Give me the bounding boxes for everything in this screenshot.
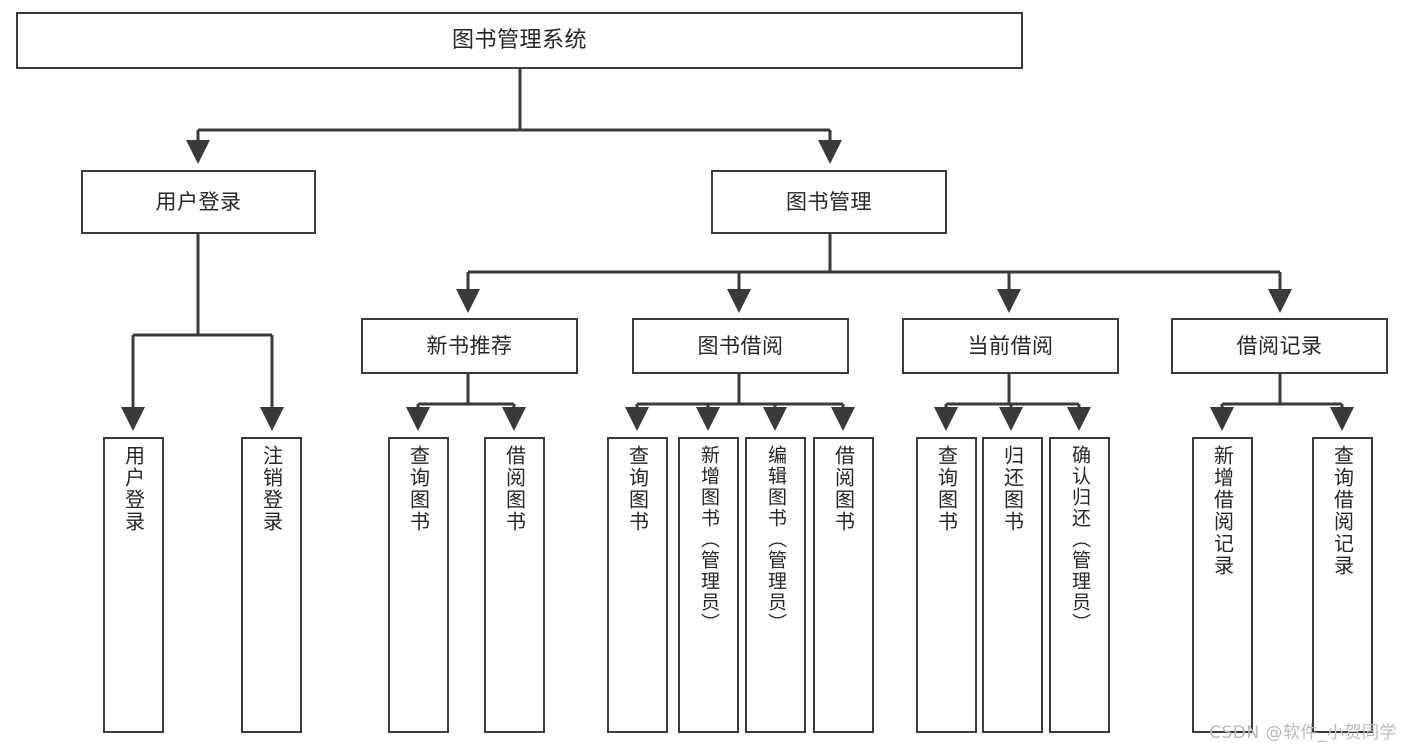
leaf-label: 查询图书 xyxy=(406,445,431,533)
leaf-label: 归还图书 xyxy=(1000,445,1025,533)
node-user-login[interactable]: 用户登录 xyxy=(81,170,316,234)
node-new-book-recommend[interactable]: 新书推荐 xyxy=(361,318,578,374)
node-root-label: 图书管理系统 xyxy=(451,27,587,53)
leaf-book-borrow-edit[interactable]: 编辑图书（管理员） xyxy=(745,437,806,733)
leaf-label: 确认归还（管理员） xyxy=(1069,445,1091,634)
leaf-user-login-login[interactable]: 用户登录 xyxy=(103,437,164,733)
leaf-book-borrow-add[interactable]: 新增图书（管理员） xyxy=(678,437,739,733)
node-root[interactable]: 图书管理系统 xyxy=(16,12,1023,69)
leaf-new-book-query[interactable]: 查询图书 xyxy=(388,437,449,733)
leaf-borrow-record-add[interactable]: 新增借阅记录 xyxy=(1192,437,1253,733)
leaf-new-book-borrow[interactable]: 借阅图书 xyxy=(484,437,545,733)
node-book-borrow-label: 图书借阅 xyxy=(697,333,784,358)
leaf-book-borrow-borrow[interactable]: 借阅图书 xyxy=(813,437,874,733)
leaf-user-login-logout[interactable]: 注销登录 xyxy=(241,437,302,733)
node-borrow-record-label: 借阅记录 xyxy=(1236,333,1323,358)
leaf-book-borrow-query[interactable]: 查询图书 xyxy=(607,437,668,733)
node-book-management-label: 图书管理 xyxy=(786,189,872,214)
leaf-label: 借阅图书 xyxy=(831,445,856,533)
leaf-borrow-record-query[interactable]: 查询借阅记录 xyxy=(1312,437,1373,733)
leaf-label: 查询借阅记录 xyxy=(1330,445,1355,577)
node-book-borrow[interactable]: 图书借阅 xyxy=(632,318,849,374)
node-borrow-record[interactable]: 借阅记录 xyxy=(1171,318,1388,374)
leaf-label: 新增图书（管理员） xyxy=(698,445,720,634)
leaf-label: 查询图书 xyxy=(934,445,959,533)
leaf-current-borrow-confirm-return[interactable]: 确认归还（管理员） xyxy=(1049,437,1110,733)
node-new-book-recommend-label: 新书推荐 xyxy=(426,333,513,358)
node-current-borrow[interactable]: 当前借阅 xyxy=(902,318,1119,374)
leaf-label: 新增借阅记录 xyxy=(1210,445,1235,577)
node-book-management[interactable]: 图书管理 xyxy=(711,170,947,234)
leaf-label: 查询图书 xyxy=(625,445,650,533)
node-current-borrow-label: 当前借阅 xyxy=(967,333,1054,358)
leaf-label: 编辑图书（管理员） xyxy=(765,445,787,634)
leaf-label: 用户登录 xyxy=(121,445,146,533)
leaf-label: 借阅图书 xyxy=(502,445,527,533)
leaf-label: 注销登录 xyxy=(259,445,284,533)
leaf-current-borrow-return[interactable]: 归还图书 xyxy=(982,437,1043,733)
node-user-login-label: 用户登录 xyxy=(155,189,242,214)
leaf-current-borrow-query[interactable]: 查询图书 xyxy=(916,437,977,733)
